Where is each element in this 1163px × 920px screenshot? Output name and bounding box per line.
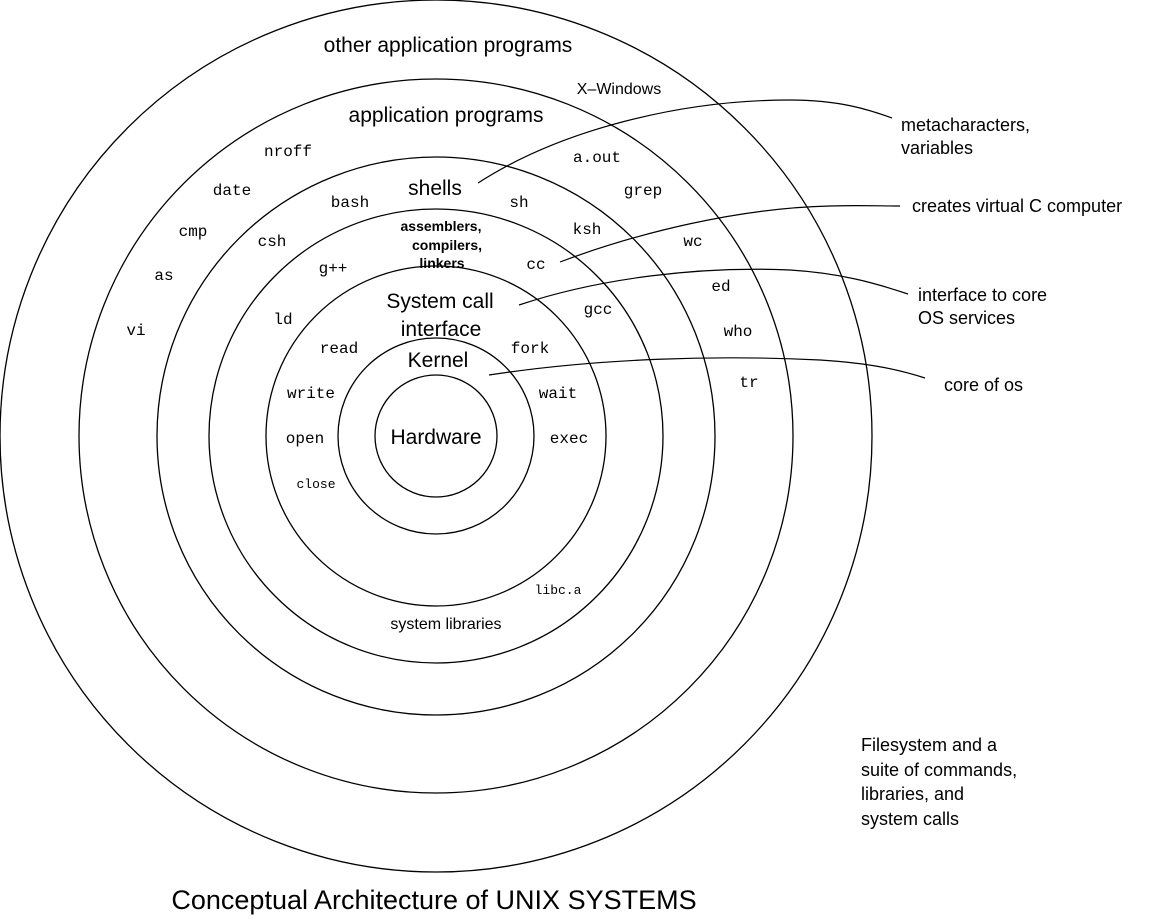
ring-kernel — [337, 337, 535, 535]
diagram-title: Conceptual Architecture of UNIX SYSTEMS — [171, 885, 696, 915]
app-wc: wc — [683, 233, 702, 251]
tool-sh: sh — [509, 194, 528, 212]
app-who: who — [724, 323, 753, 341]
syscall-open: open — [286, 430, 324, 448]
syscall-labels: read fork write wait open exec close lib… — [286, 340, 588, 598]
syscall-wait: wait — [539, 385, 577, 403]
label-shells: shells — [408, 177, 462, 200]
label-hardware: Hardware — [390, 426, 481, 449]
label-compilers-line1: assemblers, — [401, 218, 482, 234]
rings — [0, 0, 873, 873]
leader-kernel — [488, 357, 926, 379]
app-nroff: nroff — [264, 143, 312, 161]
app-tr: tr — [739, 374, 758, 392]
leader-compilers — [559, 204, 901, 263]
note-core-os: core of os — [944, 375, 1023, 395]
note-interface-line1: interface to core — [918, 285, 1047, 305]
label-compilers-line3: linkers — [419, 255, 464, 271]
library-libc: libc.a — [535, 583, 582, 598]
app-as: as — [154, 267, 173, 285]
app-grep: grep — [624, 182, 662, 200]
note-metachar-line2: variables — [901, 138, 973, 158]
tool-ld: ld — [273, 311, 292, 329]
tool-ksh: ksh — [573, 221, 602, 239]
label-syscall-line2: interface — [401, 318, 482, 341]
note-fs-line4: system calls — [861, 809, 959, 829]
label-application-programs: application programs — [349, 104, 544, 127]
syscall-close: close — [296, 477, 335, 492]
ring-syscall — [265, 265, 607, 607]
note-metachar-line1: metacharacters, — [901, 115, 1030, 135]
ring-compilers — [208, 208, 664, 664]
annotations: metacharacters, variables creates virtua… — [861, 115, 1122, 829]
ring-outer — [0, 0, 873, 873]
note-virtual-c: creates virtual C computer — [912, 196, 1122, 216]
label-other-application-programs: other application programs — [324, 34, 573, 57]
syscall-write: write — [287, 385, 335, 403]
label-system-libraries: system libraries — [390, 616, 501, 633]
ring-hardware — [374, 374, 498, 498]
tool-gcc: gcc — [584, 301, 613, 319]
syscall-read: read — [320, 340, 358, 358]
note-fs-line3: libraries, and — [861, 784, 964, 804]
tool-g-plus-plus: g++ — [319, 260, 348, 278]
app-cmp: cmp — [179, 223, 208, 241]
label-compilers-line2: compilers, — [412, 237, 482, 253]
app-labels: nroff a.out date grep cmp wc as ed vi wh… — [126, 143, 758, 392]
ring-application — [78, 78, 794, 794]
ring-shells — [156, 156, 716, 716]
label-syscall-line1: System call — [386, 290, 493, 313]
note-fs-line1: Filesystem and a — [861, 735, 998, 755]
app-ed: ed — [711, 278, 730, 296]
note-interface-line2: OS services — [918, 308, 1015, 328]
label-x-windows: X–Windows — [577, 81, 661, 98]
app-vi: vi — [126, 322, 145, 340]
syscall-fork: fork — [511, 340, 549, 358]
leader-lines — [477, 99, 926, 379]
syscall-exec: exec — [550, 430, 588, 448]
tool-cc: cc — [526, 256, 545, 274]
layer-labels: Hardware Kernel System call interface as… — [324, 34, 662, 633]
leader-syscall — [518, 268, 909, 306]
note-fs-line2: suite of commands, — [861, 760, 1017, 780]
tool-labels: g++ cc ld gcc csh ksh bash sh — [258, 194, 613, 329]
tool-csh: csh — [258, 233, 287, 251]
tool-bash: bash — [331, 194, 369, 212]
app-date: date — [213, 182, 251, 200]
leader-shells — [477, 99, 893, 184]
label-kernel: Kernel — [408, 349, 469, 372]
app-a-out: a.out — [573, 149, 621, 167]
